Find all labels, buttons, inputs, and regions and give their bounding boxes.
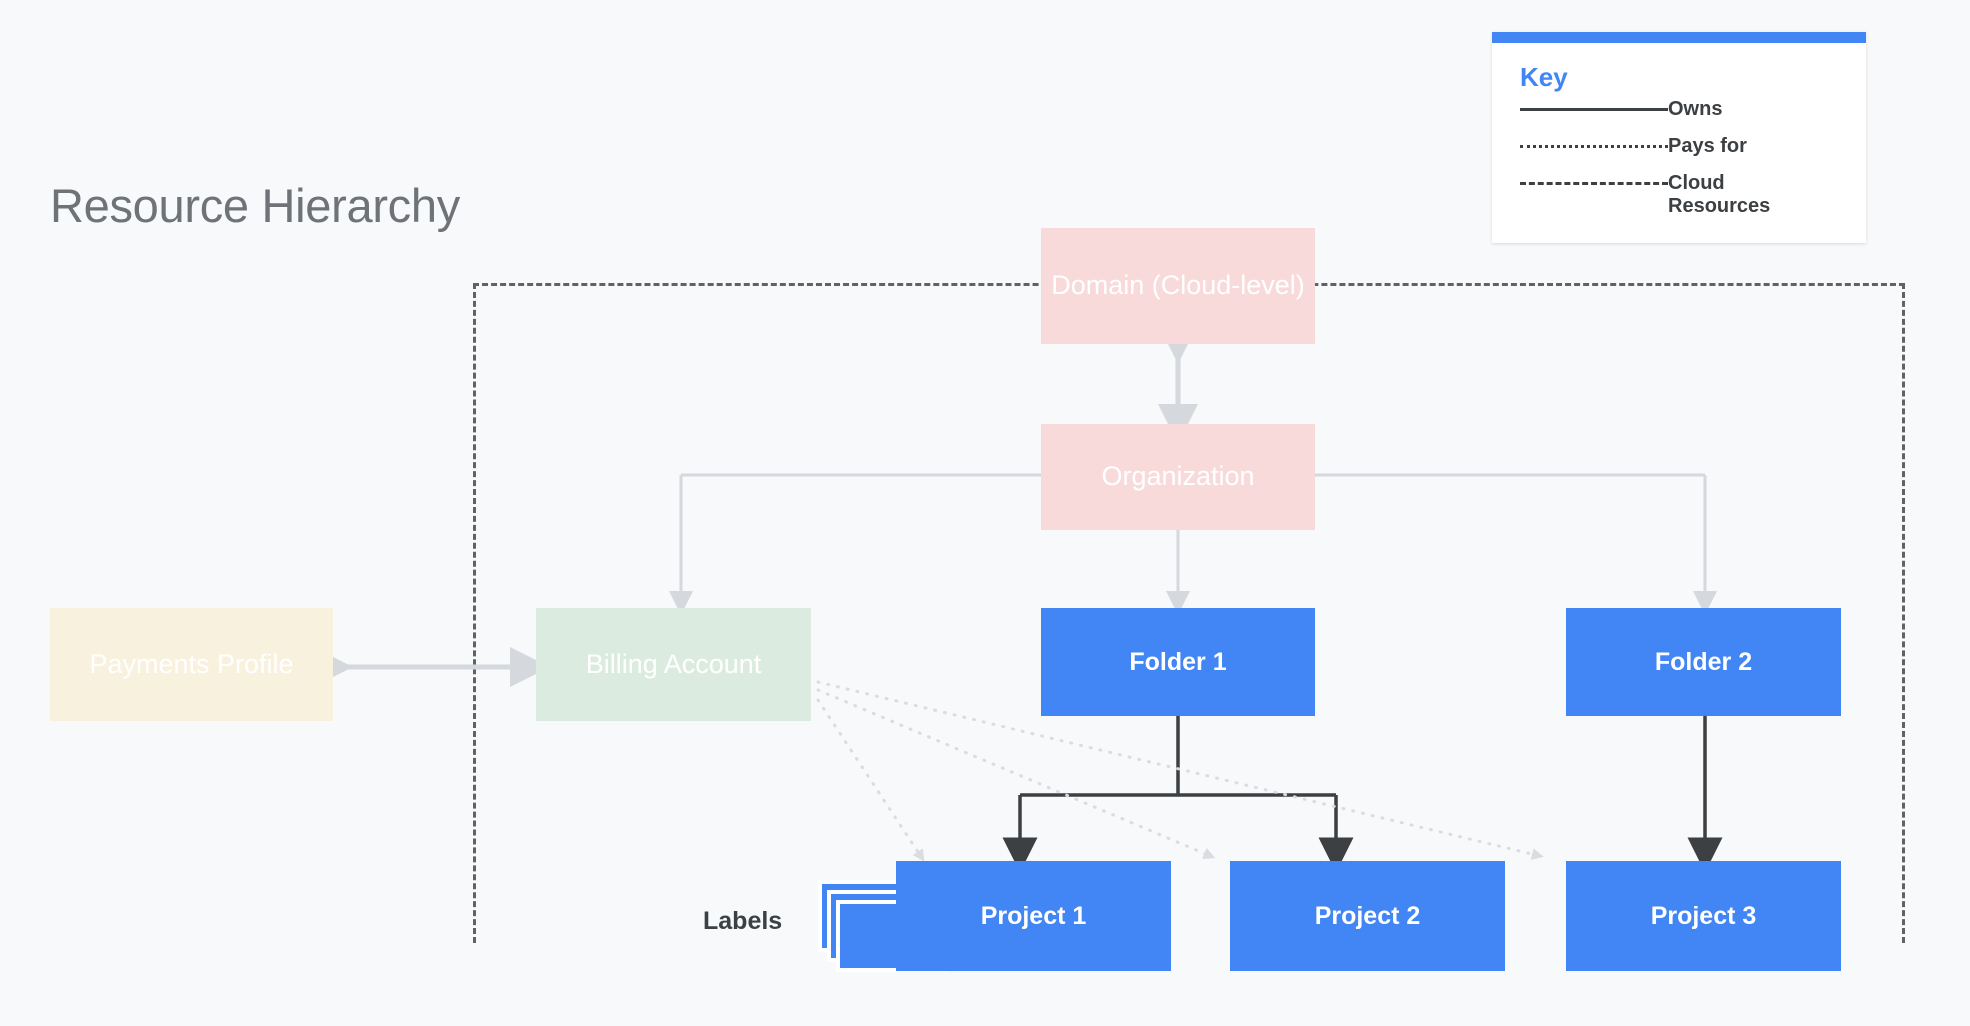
node-project-2[interactable]: Project 2 (1230, 861, 1505, 971)
node-folder-1-label: Folder 1 (1129, 647, 1227, 676)
node-domain[interactable]: Domain (Cloud-level) (1041, 228, 1315, 344)
key-row-cloud-resources: Cloud Resources (1520, 172, 1838, 219)
key-sample-dotted-line (1520, 135, 1668, 157)
labels-annotation: Labels (703, 907, 783, 935)
node-project-1[interactable]: Project 1 (896, 861, 1171, 971)
key-label-cloud-resources: Cloud Resources (1668, 171, 1771, 218)
key-sample-solid-line (1520, 98, 1668, 120)
node-folder-2-label: Folder 2 (1654, 647, 1753, 676)
node-project-3-label: Project 3 (1650, 901, 1757, 930)
node-folder-1[interactable]: Folder 1 (1041, 608, 1315, 716)
node-project-1-label: Project 1 (980, 901, 1087, 930)
node-payments-profile[interactable]: Payments Profile (50, 608, 333, 721)
page-title: Resource Hierarchy (50, 179, 460, 232)
key-rows: Owns Pays for Cloud Resources (1520, 98, 1838, 219)
node-domain-label: Domain (Cloud-level) (1051, 270, 1305, 301)
node-billing-account[interactable]: Billing Account (536, 608, 811, 721)
key-label-pays-for: Pays for (1668, 134, 1747, 157)
node-organization-label: Organization (1101, 461, 1255, 492)
node-project-2-label: Project 2 (1314, 901, 1421, 930)
key-row-pays-for: Pays for (1520, 135, 1838, 161)
key-title: Key (1520, 62, 1568, 92)
node-billing-account-label: Billing Account (585, 648, 762, 679)
node-folder-2[interactable]: Folder 2 (1566, 608, 1841, 716)
node-payments-profile-label: Payments Profile (89, 648, 294, 679)
key-sample-dashed-line (1520, 172, 1668, 194)
key-row-owns: Owns (1520, 98, 1838, 124)
key-panel: Key Owns Pays for Cloud Resources (1492, 32, 1866, 243)
node-organization[interactable]: Organization (1041, 424, 1315, 530)
node-project-3[interactable]: Project 3 (1566, 861, 1841, 971)
key-label-owns: Owns (1668, 97, 1723, 120)
key-accent-bar (1492, 32, 1866, 43)
